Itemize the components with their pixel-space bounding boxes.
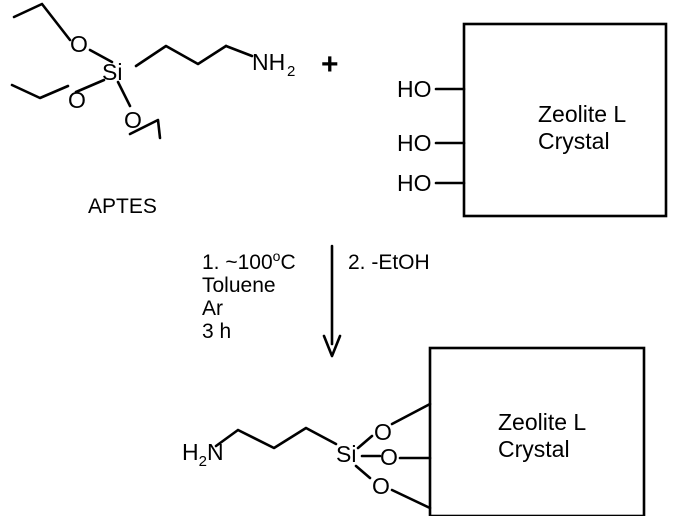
bond-chain-n — [224, 44, 254, 58]
atom-o-left: O — [68, 87, 86, 113]
bond-si-o-left — [74, 78, 106, 94]
condition-step1-atmosphere: Ar — [202, 297, 223, 320]
bond-o1-crystal — [390, 402, 432, 426]
product-atom-h: H2N — [182, 439, 224, 470]
propyl-chain — [134, 44, 228, 68]
bond-o-si-upper — [88, 48, 114, 64]
atom-o-upper: O — [70, 31, 88, 57]
product-atom-o1: O — [374, 419, 392, 445]
reaction-conditions: 1. ~100oC Toluene Ar 3 h 2. -EtOH — [202, 244, 430, 358]
ethoxy-chain-upper — [12, 2, 72, 42]
product-molecule: H2N Si O O O Zeolite L Crystal — [182, 346, 646, 516]
atom-o-lower: O — [124, 107, 142, 133]
crystal-bottom-line1: Zeolite L — [498, 409, 586, 435]
crystal-top-line1: Zeolite L — [538, 101, 626, 127]
bond-si-o-bot — [354, 464, 372, 480]
product-propyl-chain — [214, 426, 338, 450]
bond-si-o-top — [356, 434, 374, 450]
product-atom-si: Si — [336, 441, 356, 467]
crystal-bottom-line2: Crystal — [498, 436, 570, 462]
crystal-box-bottom — [428, 346, 646, 516]
atom-nh: NH — [252, 49, 285, 75]
plus-sign: + — [321, 48, 339, 81]
product-atom-o3: O — [372, 473, 390, 499]
bond-o3-crystal — [390, 488, 432, 510]
aptes-label: APTES — [88, 195, 157, 218]
reaction-arrow-head — [322, 334, 342, 358]
crystal-top-line2: Crystal — [538, 128, 610, 154]
condition-step1-temperature: 1. ~100oC — [202, 248, 296, 274]
crystal-box-top — [462, 22, 668, 218]
hydroxyl-2: HO — [397, 130, 432, 156]
condition-step1-solvent: Toluene — [202, 274, 276, 297]
hydroxyl-3: HO — [397, 170, 432, 196]
ethoxy-chain-lower — [128, 118, 162, 140]
atom-nh-subscript: 2 — [287, 63, 295, 80]
condition-step1-time: 3 h — [202, 320, 231, 343]
ethoxy-chain-left — [10, 83, 70, 100]
aptes-molecule: O Si O O NH 2 APTES — [10, 2, 295, 218]
condition-step2: 2. -EtOH — [348, 251, 430, 274]
hydroxyl-1: HO — [397, 76, 432, 102]
atom-si: Si — [102, 59, 122, 85]
product-atom-o2: O — [380, 444, 398, 470]
bond-si-o-right — [116, 80, 132, 108]
zeolite-crystal-top: HO HO HO Zeolite L Crystal — [397, 22, 668, 218]
